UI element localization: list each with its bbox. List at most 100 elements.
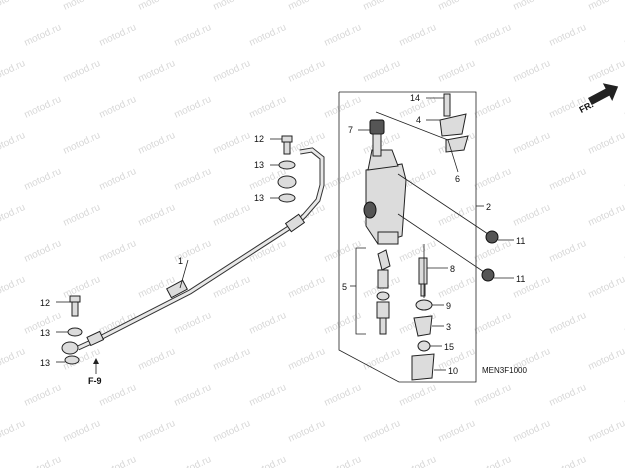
watermark-text: motod.ru [62,202,102,229]
watermark-text: motod.ru [212,130,252,157]
watermark-text: motod.ru [323,238,363,265]
watermark-text: motod.ru [512,0,552,13]
watermark-text: motod.ru [23,238,63,265]
watermark-text: motod.ru [548,238,588,265]
watermark-text: motod.ru [0,0,27,13]
watermark-text: motod.ru [23,94,63,121]
reservoir-parts [439,93,469,153]
watermark-text: motod.ru [323,382,363,409]
watermark-text: motod.ru [323,310,363,337]
watermark-text: motod.ru [512,418,552,445]
callout-11a: 11 [516,236,525,246]
watermark-text: motod.ru [23,22,63,49]
front-direction-arrow [587,83,619,106]
callout-13b: 13 [254,193,264,203]
watermark-text: motod.ru [287,274,327,301]
watermark-text: motod.ru [548,382,588,409]
assembly-bracket [338,91,477,383]
watermark-text: motod.ru [62,274,102,301]
watermark-text: motod.ru [23,382,63,409]
callout-14: 14 [410,93,420,103]
watermark-text: motod.ru [323,454,363,468]
callout-9: 9 [446,301,451,311]
callout-5: 5 [342,282,347,292]
watermark-text: motod.ru [0,202,27,229]
watermark-text: motod.ru [248,454,288,468]
watermark-text: motod.ru [173,454,213,468]
watermark-text: motod.ru [0,130,27,157]
watermark-text: motod.ru [548,454,588,468]
watermark-text: motod.ru [137,346,177,373]
watermark-text: motod.ru [473,454,513,468]
watermark-text: motod.ru [137,202,177,229]
diagram-code: MEN3F1000 [482,366,527,375]
brake-hose [76,147,325,351]
watermark-text: motod.ru [248,22,288,49]
watermark-text: motod.ru [512,130,552,157]
callout-13d: 13 [40,358,50,368]
watermark-text: motod.ru [287,418,327,445]
watermark-text: motod.ru [548,22,588,49]
watermark-text: motod.ru [512,58,552,85]
watermark-text: motod.ru [437,274,477,301]
watermark-text: motod.ru [98,238,138,265]
watermark-text: motod.ru [548,166,588,193]
callout-11b: 11 [516,274,525,284]
watermark-text: motod.ru [137,418,177,445]
watermark-text: motod.ru [587,58,625,85]
watermark-text: motod.ru [362,0,402,13]
watermark-text: motod.ru [248,94,288,121]
callout-8: 8 [450,264,455,274]
pushrod-8 [418,257,428,297]
watermark-text: motod.ru [23,166,63,193]
watermark-text: motod.ru [473,94,513,121]
callout-13c: 13 [40,328,50,338]
piston-kit [376,249,391,335]
watermark-text: motod.ru [398,382,438,409]
watermark-text: motod.ru [437,0,477,13]
reference-label: F-9 [88,376,102,386]
watermark-text: motod.ru [287,346,327,373]
watermark-text: motod.ru [173,166,213,193]
watermark-text: motod.ru [62,418,102,445]
watermark-text: motod.ru [212,346,252,373]
watermark-text: motod.ru [98,454,138,468]
watermark-text: motod.ru [362,346,402,373]
watermark-text: motod.ru [98,22,138,49]
callout-10: 10 [448,366,458,376]
watermark-text: motod.ru [248,310,288,337]
master-cylinder [363,149,407,245]
callout-13a: 13 [254,160,264,170]
watermark-text: motod.ru [212,202,252,229]
watermark-text: motod.ru [437,418,477,445]
watermark-text: motod.ru [473,310,513,337]
watermark-text: motod.ru [173,22,213,49]
part-7-fitting [369,119,385,157]
watermark-text: motod.ru [473,382,513,409]
watermark-text: motod.ru [548,310,588,337]
callout-12b: 12 [40,298,50,308]
watermark-text: motod.ru [98,94,138,121]
watermark-text: motod.ru [473,22,513,49]
callout-6: 6 [455,174,460,184]
watermark-text: motod.ru [137,58,177,85]
watermark-text: motod.ru [62,58,102,85]
watermark-text: motod.ru [587,274,625,301]
watermark-text: motod.ru [473,166,513,193]
watermark-text: motod.ru [398,454,438,468]
watermark-text: motod.ru [323,22,363,49]
watermark-text: motod.ru [287,0,327,13]
watermark-text: motod.ru [437,58,477,85]
callout-2: 2 [486,202,491,212]
watermark-text: motod.ru [587,0,625,13]
watermark-text: motod.ru [173,310,213,337]
watermark-text: motod.ru [137,0,177,13]
lower-parts [411,299,435,381]
bolts-11 [481,230,499,282]
watermark-text: motod.ru [398,22,438,49]
watermark-text: motod.ru [587,418,625,445]
bracket-5 [355,247,366,335]
lower-hose-fitting [61,295,83,365]
callout-3: 3 [446,322,451,332]
